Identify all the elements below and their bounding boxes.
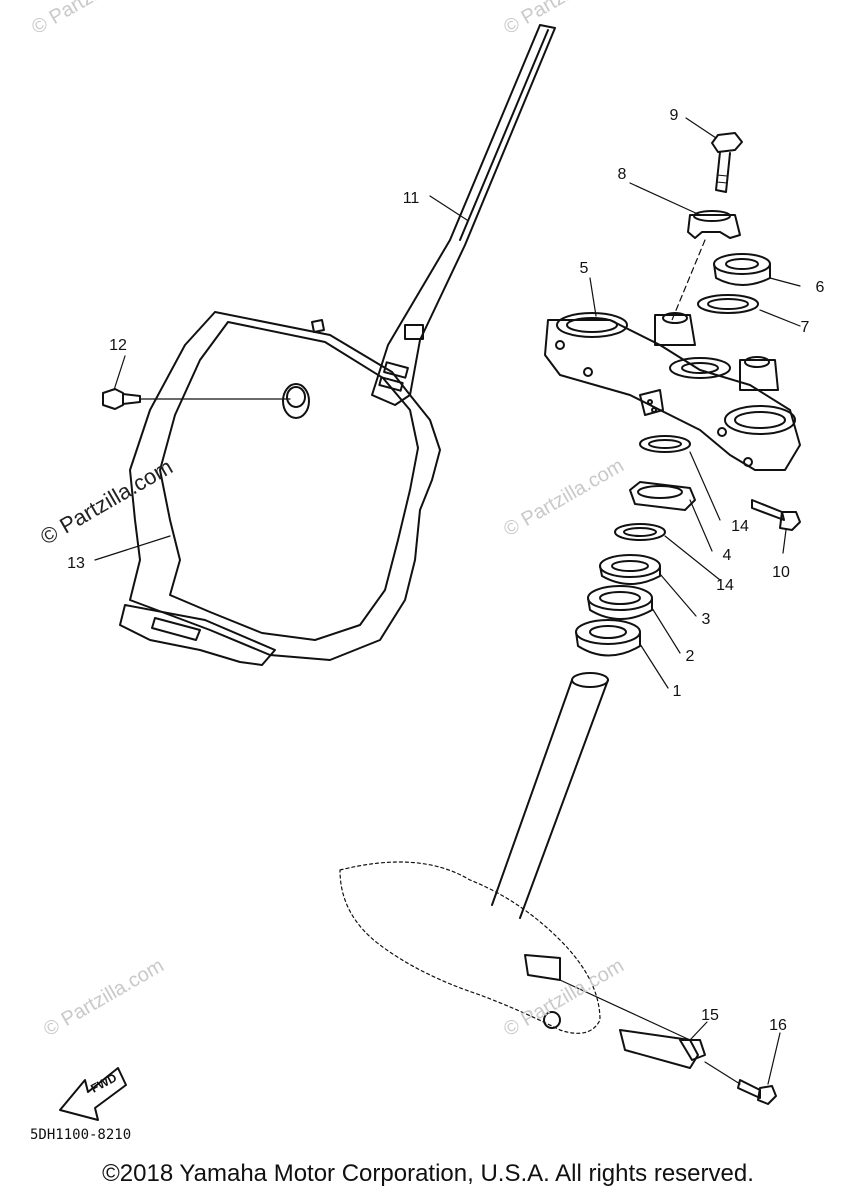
- washer-7: [697, 294, 759, 314]
- clamp-8: [671, 210, 741, 321]
- callout-8: 8: [617, 166, 627, 183]
- callout-5: 5: [579, 260, 589, 277]
- upper-bracket-5: [544, 312, 801, 471]
- washer-14-top: [639, 435, 691, 453]
- callout-12: 12: [109, 337, 127, 354]
- copyright-notice: ©2018 Yamaha Motor Corporation, U.S.A. A…: [102, 1160, 754, 1187]
- callout-11: 11: [402, 190, 420, 207]
- callout-3: 3: [701, 611, 711, 628]
- callout-2: 2: [685, 648, 695, 665]
- collar-6: [713, 253, 771, 286]
- callout-4: 4: [722, 547, 732, 564]
- bearing-3: [599, 554, 661, 585]
- callout-6: 6: [815, 279, 825, 296]
- washer-14-bottom: [614, 523, 666, 541]
- callout-7: 7: [800, 319, 810, 336]
- screw-12: [102, 383, 310, 419]
- callout-9: 9: [669, 107, 679, 124]
- number-plate-part: [119, 24, 556, 666]
- race-2: [587, 585, 653, 620]
- bolt-16: [704, 1061, 777, 1105]
- callout-16: 16: [769, 1017, 787, 1034]
- diagram-code: 5DH1100-8210: [30, 1127, 132, 1143]
- steering-stem: [339, 672, 609, 1034]
- bolt-10: [751, 499, 801, 531]
- callout-13: 13: [67, 555, 85, 572]
- callout-10: 10: [772, 564, 790, 581]
- callout-14a: 14: [731, 518, 749, 535]
- callout-14b: 14: [716, 577, 734, 594]
- callout-15: 15: [701, 1007, 719, 1024]
- fwd-arrow-icon: [59, 1067, 127, 1121]
- cable-guide-15: [559, 979, 706, 1069]
- seal-1: [575, 619, 641, 657]
- bolt-9: [711, 132, 743, 193]
- nut-4: [629, 481, 696, 511]
- callout-1: 1: [672, 683, 682, 700]
